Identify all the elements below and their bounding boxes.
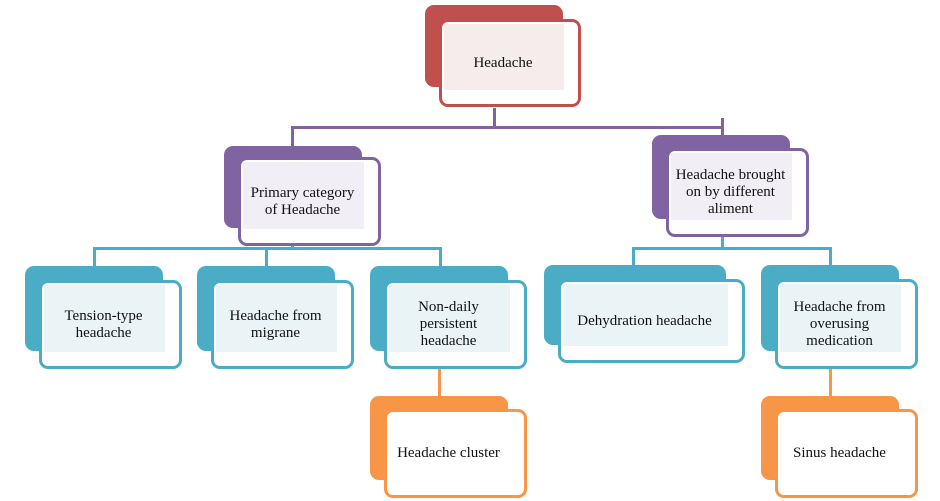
node-secondary-category: Headache brought on by different aliment [652, 135, 809, 237]
connector-secondary-bar [632, 247, 832, 250]
node-non-daily-persistent: Non-daily persistent headache [370, 266, 527, 369]
node-label: Headache [473, 54, 533, 71]
node-fill [216, 285, 337, 352]
node-box [775, 409, 918, 498]
node-migraine: Headache from migrane [197, 266, 354, 369]
node-box [384, 280, 527, 369]
node-label: Non-daily persistent headache [418, 299, 479, 349]
node-label: Primary category of Headache [250, 184, 355, 218]
node-box [558, 279, 745, 363]
node-primary-category: Primary category of Headache [224, 146, 381, 246]
connector-to-dehydration [632, 247, 635, 266]
connector-root-stem [493, 108, 496, 127]
node-fill [563, 284, 728, 346]
node-fill [44, 285, 165, 352]
connector-to-cluster [438, 366, 441, 396]
connector-to-primary [291, 126, 294, 146]
node-tension-type: Tension-type headache [25, 266, 182, 369]
node-box [384, 409, 527, 498]
node-label: Tension-type headache [64, 307, 143, 341]
node-fill [671, 153, 792, 220]
node-box [238, 157, 381, 246]
node-box [775, 279, 918, 369]
node-fill [780, 284, 901, 352]
node-label: Sinus headache [793, 445, 886, 461]
connector-to-migraine [265, 247, 268, 266]
node-fill [243, 162, 364, 229]
node-box [439, 19, 581, 107]
connector-to-nondaily [439, 247, 442, 266]
node-fill [389, 285, 510, 352]
node-sinus-headache: Sinus headache [761, 396, 918, 498]
node-label: Headache cluster [397, 445, 500, 461]
node-headache-cluster: Headache cluster [370, 396, 527, 498]
node-overusing-medication: Headache from overusing medication [761, 265, 918, 369]
node-label: Headache brought on by different aliment [675, 167, 786, 217]
node-box [211, 280, 354, 369]
connector-to-overuse [829, 247, 832, 266]
connector-root-bar [291, 126, 724, 129]
node-dehydration: Dehydration headache [544, 265, 745, 363]
connector-to-secondary [721, 118, 724, 135]
node-label: Dehydration headache [577, 312, 712, 329]
node-box [666, 148, 809, 237]
node-fill [780, 414, 901, 481]
node-fill [444, 24, 564, 90]
connector-secondary-stem [721, 232, 724, 249]
connector-to-tension [93, 247, 96, 266]
node-box [39, 280, 182, 369]
node-label: Headache from overusing medication [793, 298, 886, 349]
node-label: Headache from migrane [229, 307, 322, 341]
node-headache: Headache [425, 5, 581, 107]
connector-to-sinus [829, 366, 832, 396]
node-fill [389, 414, 510, 481]
